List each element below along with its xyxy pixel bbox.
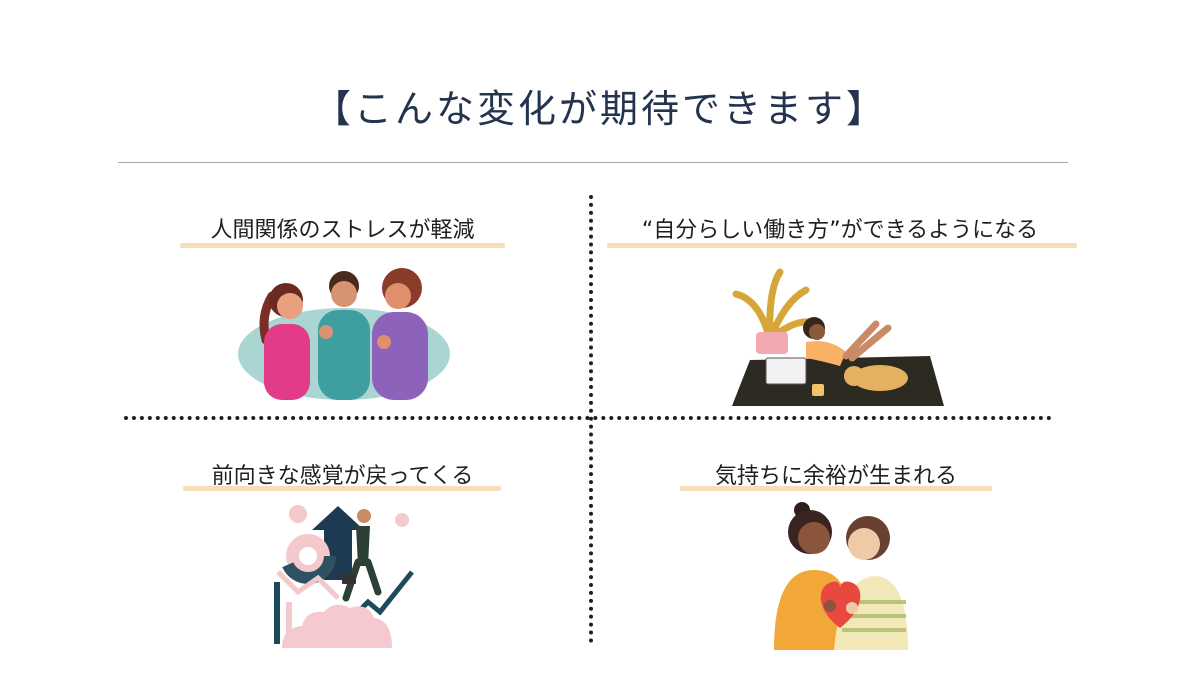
title-divider <box>118 162 1068 163</box>
page-title: 【こんな変化が期待できます】 <box>312 87 887 131</box>
heading-own-work-style: “自分らしい働き方”ができるようになる <box>641 218 1039 243</box>
remote-work-illustration <box>732 268 944 406</box>
heading-underline <box>680 486 992 491</box>
heart-friends-illustration <box>774 502 908 650</box>
people-talking-illustration <box>238 268 450 400</box>
heading-stress-reduction: 人間関係のストレスが軽減 <box>210 218 475 243</box>
heading-positive-feeling: 前向きな感覚が戻ってくる <box>211 464 474 489</box>
growth-success-illustration <box>274 505 414 648</box>
heading-underline <box>607 243 1077 248</box>
heading-more-composure: 気持ちに余裕が生まれる <box>714 464 957 489</box>
heading-underline <box>183 486 501 491</box>
horizontal-dotted-divider <box>124 416 1052 420</box>
heading-underline <box>180 243 505 248</box>
